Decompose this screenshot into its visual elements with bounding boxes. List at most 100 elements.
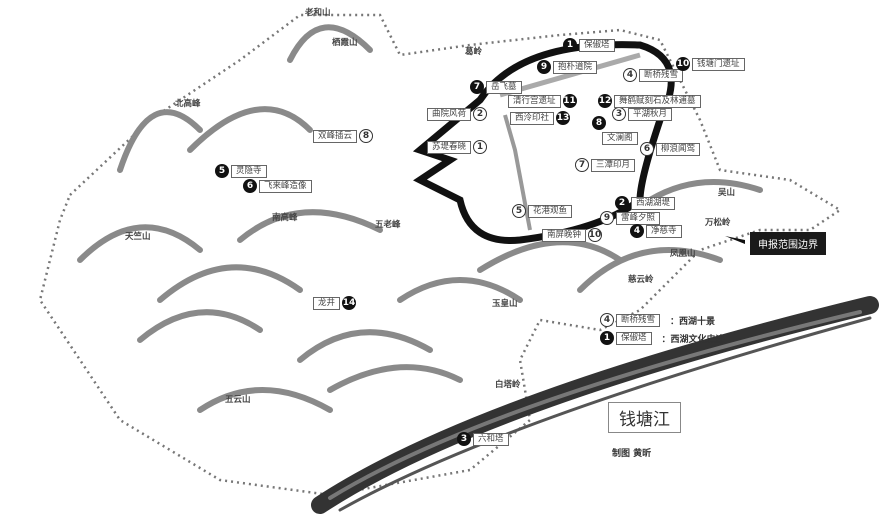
scene-number: 6 — [640, 142, 654, 156]
site-name: 西湖湖堤 — [631, 196, 676, 210]
mountain-label: 万松岭 — [705, 218, 731, 228]
scene-name: 平湖秋月 — [628, 107, 673, 121]
scene-number: 7 — [575, 158, 589, 172]
scene-number: 1 — [473, 140, 488, 154]
site-number: 8 — [592, 116, 606, 130]
mountain-strokes — [77, 24, 763, 413]
legend-desc: ：西湖文化史迹 — [661, 334, 725, 345]
mountain-label: 五老峰 — [375, 220, 401, 230]
site-number: 12 — [598, 94, 612, 108]
scene-number: 2 — [473, 107, 488, 121]
site-name: 抱朴道院 — [553, 60, 598, 74]
site-number: 10 — [676, 57, 690, 71]
scene-name: 雷峰夕照 — [616, 211, 661, 225]
site-name: 飞来峰造像 — [259, 179, 312, 193]
boundary-line — [38, 13, 843, 497]
legend-sample: 保俶塔 — [616, 331, 652, 345]
site-number: 6 — [243, 179, 257, 193]
legend-number: 1 — [600, 331, 614, 345]
legend-sample: 断桥残雪 — [616, 313, 661, 327]
site-name: 龙井 — [313, 296, 341, 310]
site-label: 8 文澜阁 — [592, 116, 638, 145]
scene-name: 三潭印月 — [591, 158, 636, 172]
scene-number: 8 — [359, 129, 374, 143]
mountain-label: 南高峰 — [272, 213, 298, 223]
scene-name: 南屏晚钟 — [542, 228, 587, 242]
mountain-label: 天竺山 — [125, 232, 151, 242]
site-number: 13 — [556, 111, 571, 125]
mountain-label: 北高峰 — [175, 99, 201, 109]
boundary-pointer — [725, 236, 745, 244]
site-number: 2 — [615, 196, 629, 210]
site-name: 净慈寺 — [646, 224, 682, 238]
mountain-label: 凤凰山 — [670, 249, 696, 259]
scene-number: 4 — [623, 68, 637, 82]
map-credit: 制图 黄昕 — [612, 449, 652, 459]
site-number: 3 — [457, 432, 471, 446]
site-name: 清行宫遗址 — [508, 94, 561, 108]
mountain-label: 栖霞山 — [332, 38, 358, 48]
site-name: 岳飞墓 — [486, 80, 522, 94]
scene-number: 5 — [512, 204, 526, 218]
scene-number: 9 — [600, 211, 614, 225]
site-name: 灵隐寺 — [231, 164, 267, 178]
site-number: 5 — [215, 164, 229, 178]
scene-name: 苏堤春晓 — [427, 140, 472, 154]
site-name: 舞鹤赋刻石及林逋墓 — [614, 94, 701, 108]
site-number: 7 — [470, 80, 484, 94]
site-name: 钱塘门遗址 — [692, 57, 745, 71]
scene-name: 双峰插云 — [313, 129, 358, 143]
mountain-label: 葛岭 — [465, 47, 483, 57]
qiantang-river — [311, 296, 879, 514]
mountain-label: 老和山 — [305, 8, 331, 18]
site-name: 保俶塔 — [579, 38, 615, 52]
legend-desc: ：西湖十景 — [670, 316, 716, 327]
site-name: 文澜阁 — [602, 132, 638, 145]
mountain-label: 玉皇山 — [492, 299, 518, 309]
site-number: 14 — [342, 296, 357, 310]
site-name: 西泠印社 — [510, 111, 555, 125]
bai-causeway — [499, 52, 641, 98]
site-name: 六和塔 — [473, 432, 509, 446]
scene-name: 断桥残雪 — [639, 68, 684, 82]
site-number: 4 — [630, 224, 644, 238]
site-number: 9 — [537, 60, 551, 74]
su-causeway — [503, 114, 532, 231]
site-number: 1 — [563, 38, 577, 52]
scene-name: 柳浪闻莺 — [656, 142, 701, 156]
mountain-label: 吴山 — [718, 188, 736, 198]
boundary-legend-label: 申报范围边界 — [750, 232, 826, 255]
river-label: 钱塘江 — [608, 402, 681, 433]
scene-number: 3 — [612, 107, 626, 121]
mountain-label: 白塔岭 — [495, 380, 521, 390]
scene-name: 曲院风荷 — [427, 107, 472, 121]
legend-number: 4 — [600, 313, 614, 327]
mountain-label: 五云山 — [225, 395, 251, 405]
